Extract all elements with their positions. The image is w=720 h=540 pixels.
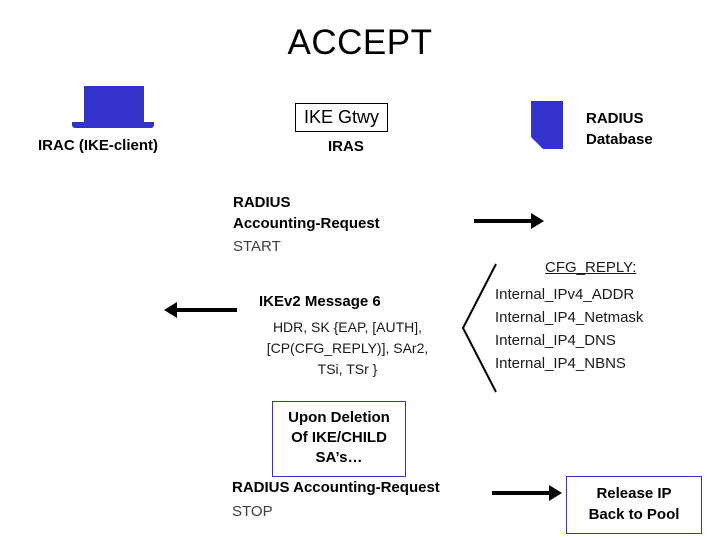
accounting-request-start-line1: RADIUS — [233, 194, 291, 211]
client-node-label: IRAC (IKE-client) — [38, 137, 158, 154]
upon-deletion-line2: Of IKE/CHILD — [291, 429, 387, 446]
cfg-reply-attribute-list: Internal_IPv4_ADDR Internal_IP4_Netmask … — [495, 283, 643, 375]
arrow-ikev2-message6-head-icon — [164, 302, 177, 318]
cfg-reply-item: Internal_IPv4_ADDR — [495, 286, 635, 303]
ike-gateway-box: IKE Gtwy — [295, 103, 389, 132]
cfg-reply-item: Internal_IP4_NBNS — [495, 355, 626, 372]
chevron-connector-icon — [461, 263, 497, 393]
upon-deletion-line3: SA’s… — [315, 449, 363, 466]
cfg-reply-item: Internal_IP4_DNS — [495, 332, 616, 349]
release-ip-line1: Release IP — [596, 485, 672, 502]
accounting-request-start-line2: Accounting-Request — [233, 215, 380, 232]
upon-deletion-line1: Upon Deletion — [288, 409, 390, 426]
laptop-base-icon — [72, 122, 154, 128]
release-ip-box: Release IP Back to Pool — [566, 476, 702, 534]
page-title: ACCEPT — [287, 23, 433, 62]
accounting-request-start-state: START — [233, 238, 281, 255]
accounting-request-stop-label: RADIUS Accounting-Request — [232, 479, 440, 496]
accounting-request-stop-state: STOP — [232, 503, 273, 520]
database-icon-corner — [531, 137, 543, 149]
upon-deletion-box: Upon Deletion Of IKE/CHILD SA’s… — [272, 401, 406, 477]
database-node-label: RADIUS Database — [586, 108, 653, 150]
ike-gateway-sublabel: IRAS — [328, 138, 364, 155]
ikev2-message6-title: IKEv2 Message 6 — [259, 293, 381, 310]
accounting-request-start-label: RADIUS Accounting-Request — [233, 192, 380, 234]
cfg-reply-title: CFG_REPLY: — [545, 259, 637, 276]
cfg-reply-item: Internal_IP4_Netmask — [495, 309, 644, 326]
ikev2-message6-detail: HDR, SK {EAP, [AUTH], [CP(CFG_REPLY)], S… — [266, 319, 429, 377]
database-node-label-line2: Database — [586, 131, 653, 148]
arrow-accounting-stop-head-icon — [549, 485, 562, 501]
arrow-accounting-start-head-icon — [531, 213, 544, 229]
arrow-ikev2-message6-line — [177, 308, 237, 312]
laptop-screen-icon — [84, 86, 144, 122]
arrow-accounting-stop-line — [492, 491, 549, 495]
release-ip-line2: Back to Pool — [588, 506, 680, 523]
arrow-accounting-start-line — [474, 219, 531, 223]
database-node-label-line1: RADIUS — [586, 110, 644, 127]
